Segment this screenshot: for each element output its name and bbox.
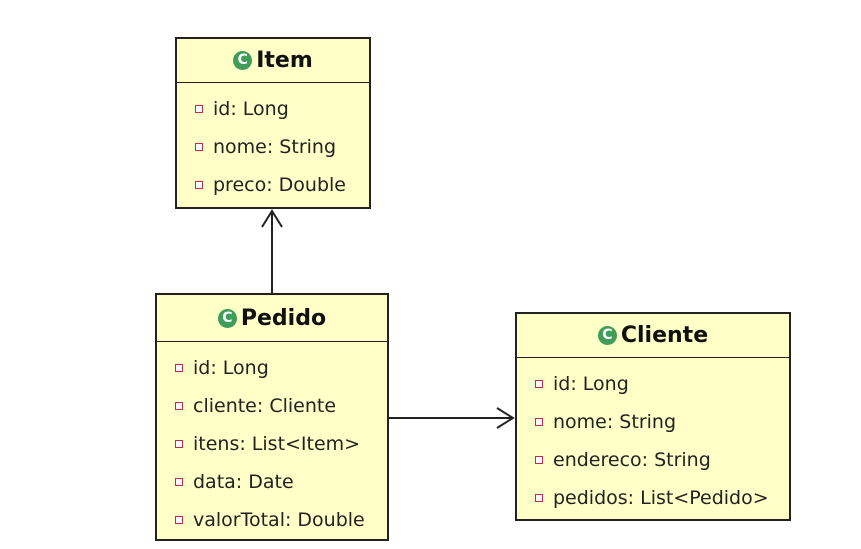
- class-icon: C: [233, 51, 253, 70]
- attribute-text: valorTotal: Double: [193, 509, 365, 531]
- attribute-text: id: Long: [213, 98, 289, 120]
- class-box-cliente[interactable]: C Cliente id: Long nome: String endereco…: [515, 312, 791, 521]
- attribute-row: id: Long: [177, 90, 369, 128]
- attribute-text: preco: Double: [213, 174, 346, 196]
- private-field-icon: [535, 494, 543, 502]
- attribute-text: id: Long: [553, 373, 629, 395]
- attribute-row: nome: String: [177, 128, 369, 166]
- attribute-text: nome: String: [213, 136, 337, 158]
- private-field-icon: [195, 105, 203, 113]
- attribute-text: cliente: Cliente: [193, 395, 337, 417]
- attribute-row: preco: Double: [177, 166, 369, 204]
- attribute-text: id: Long: [193, 357, 269, 379]
- attribute-row: pedidos: List<Pedido>: [517, 479, 789, 517]
- attribute-text: data: Date: [193, 471, 294, 493]
- class-icon: C: [217, 308, 237, 328]
- class-box-item[interactable]: C Item id: Long nome: String preco: Doub…: [175, 37, 371, 209]
- class-box-pedido[interactable]: C Pedido id: Long cliente: Cliente itens…: [155, 293, 389, 541]
- attribute-row: cliente: Cliente: [157, 387, 387, 425]
- private-field-icon: [195, 181, 203, 189]
- private-field-icon: [175, 516, 183, 524]
- attribute-row: valorTotal: Double: [157, 501, 387, 539]
- private-field-icon: [535, 380, 543, 388]
- attribute-list: id: Long nome: String endereco: String p…: [517, 358, 789, 517]
- class-name: Pedido: [240, 305, 327, 331]
- class-header: C Pedido: [157, 295, 387, 342]
- class-icon: C: [597, 326, 617, 345]
- private-field-icon: [535, 456, 543, 464]
- association-pedido-item: [261, 209, 283, 293]
- open-arrowhead-icon: [496, 407, 515, 429]
- class-header: C Cliente: [517, 314, 789, 358]
- class-header: C Item: [177, 39, 369, 83]
- association-pedido-cliente: [389, 407, 515, 429]
- private-field-icon: [175, 402, 183, 410]
- attribute-text: nome: String: [553, 411, 677, 433]
- attribute-row: itens: List<Item>: [157, 425, 387, 463]
- private-field-icon: [175, 440, 183, 448]
- attribute-text: endereco: String: [553, 449, 711, 471]
- attribute-text: itens: List<Item>: [193, 433, 361, 455]
- attribute-text: pedidos: List<Pedido>: [553, 487, 769, 509]
- private-field-icon: [535, 418, 543, 426]
- attribute-row: id: Long: [157, 349, 387, 387]
- attribute-list: id: Long cliente: Cliente itens: List<It…: [157, 342, 387, 539]
- private-field-icon: [175, 364, 183, 372]
- private-field-icon: [175, 478, 183, 486]
- attribute-list: id: Long nome: String preco: Double: [177, 83, 369, 204]
- class-name: Cliente: [620, 323, 709, 348]
- attribute-row: endereco: String: [517, 441, 789, 479]
- attribute-row: data: Date: [157, 463, 387, 501]
- private-field-icon: [195, 143, 203, 151]
- class-name: Item: [256, 48, 313, 73]
- attribute-row: nome: String: [517, 403, 789, 441]
- attribute-row: id: Long: [517, 365, 789, 403]
- open-arrowhead-icon: [261, 209, 283, 228]
